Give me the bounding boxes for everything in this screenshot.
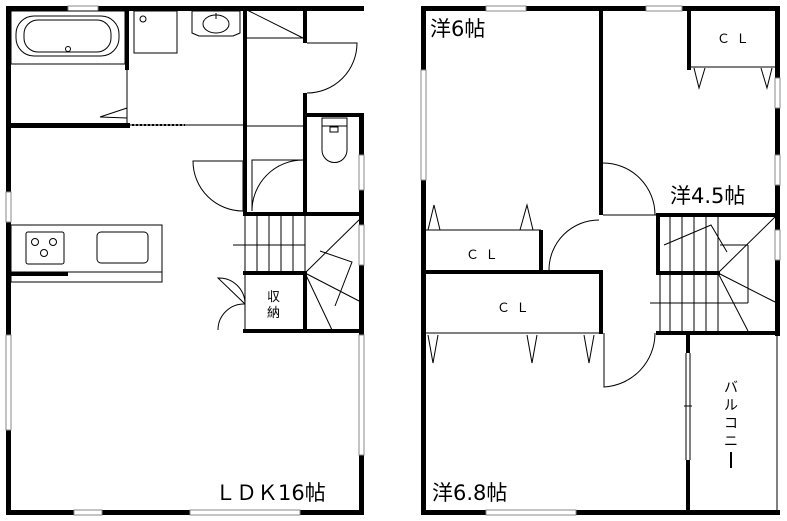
window: [189, 509, 301, 516]
ldk-label: ＬＤＫ16帖: [215, 481, 326, 505]
wall: [303, 8, 307, 43]
wall: [686, 460, 690, 515]
bathtub: [10, 10, 126, 65]
wall: [656, 271, 720, 275]
room-label-6-8: 洋6.8帖: [432, 481, 507, 505]
wall: [539, 230, 543, 272]
svg-text:バ: バ: [724, 380, 738, 396]
window: [73, 509, 103, 516]
washer: [133, 10, 178, 54]
floor-1-plan: 収 納 ＬＤＫ16帖: [5, 5, 365, 516]
storage-door[interactable]: [216, 277, 246, 305]
window: [485, 509, 577, 516]
window: [67, 5, 99, 12]
wall: [303, 271, 307, 333]
room-label-4-5: 洋4.5帖: [670, 184, 745, 208]
wall: [243, 271, 307, 275]
door[interactable]: [602, 162, 656, 216]
wall: [599, 8, 603, 215]
closet-label: ＣＬ: [497, 301, 535, 316]
closet-label: ＣＬ: [717, 32, 755, 47]
floor-2-plan: ＣＬ ＣＬ ＣＬ: [420, 5, 781, 516]
balcony-label: バ ル コ ニ ー: [724, 380, 738, 468]
window: [358, 334, 365, 456]
window: [774, 229, 781, 261]
storage-door[interactable]: [217, 303, 246, 331]
svg-text:ル: ル: [724, 398, 738, 414]
svg-text:ニ: ニ: [724, 434, 738, 450]
wall: [359, 113, 364, 515]
wall: [243, 8, 247, 216]
window: [645, 5, 683, 12]
wall: [125, 8, 129, 70]
door[interactable]: [603, 332, 656, 388]
wall: [303, 93, 307, 216]
wall: [421, 6, 426, 515]
window: [774, 77, 781, 109]
wall: [423, 270, 603, 274]
window: [358, 154, 365, 191]
wall: [243, 212, 364, 216]
wall: [6, 510, 364, 515]
wall: [8, 123, 130, 128]
window: [5, 334, 12, 431]
wall: [656, 213, 660, 275]
window: [5, 191, 12, 223]
kitchen-counter: [10, 224, 163, 283]
closet-label: ＣＬ: [466, 248, 504, 263]
wall: [6, 6, 11, 515]
window: [420, 69, 427, 181]
stove-icon: [25, 231, 65, 265]
storage-label: 収: [267, 290, 280, 305]
wall: [656, 331, 780, 335]
sink: [191, 10, 241, 37]
stairs: [233, 216, 362, 333]
window: [358, 224, 365, 266]
storage-label: 納: [267, 306, 280, 321]
window: [485, 5, 527, 12]
stairs: [650, 216, 776, 332]
window: [774, 154, 781, 186]
kitchen-sink-icon: [96, 231, 149, 264]
door[interactable]: [251, 159, 304, 212]
wall: [687, 8, 691, 70]
wall: [421, 510, 780, 515]
wall: [303, 113, 364, 117]
wall: [6, 6, 364, 11]
room-label-6: 洋6帖: [430, 17, 485, 41]
toilet-icon: [321, 117, 348, 163]
wall: [686, 333, 690, 353]
door[interactable]: [192, 160, 244, 212]
wall: [599, 270, 603, 334]
door[interactable]: [306, 42, 358, 94]
wall: [656, 213, 780, 217]
door[interactable]: [548, 219, 600, 271]
svg-text:コ: コ: [724, 416, 738, 432]
